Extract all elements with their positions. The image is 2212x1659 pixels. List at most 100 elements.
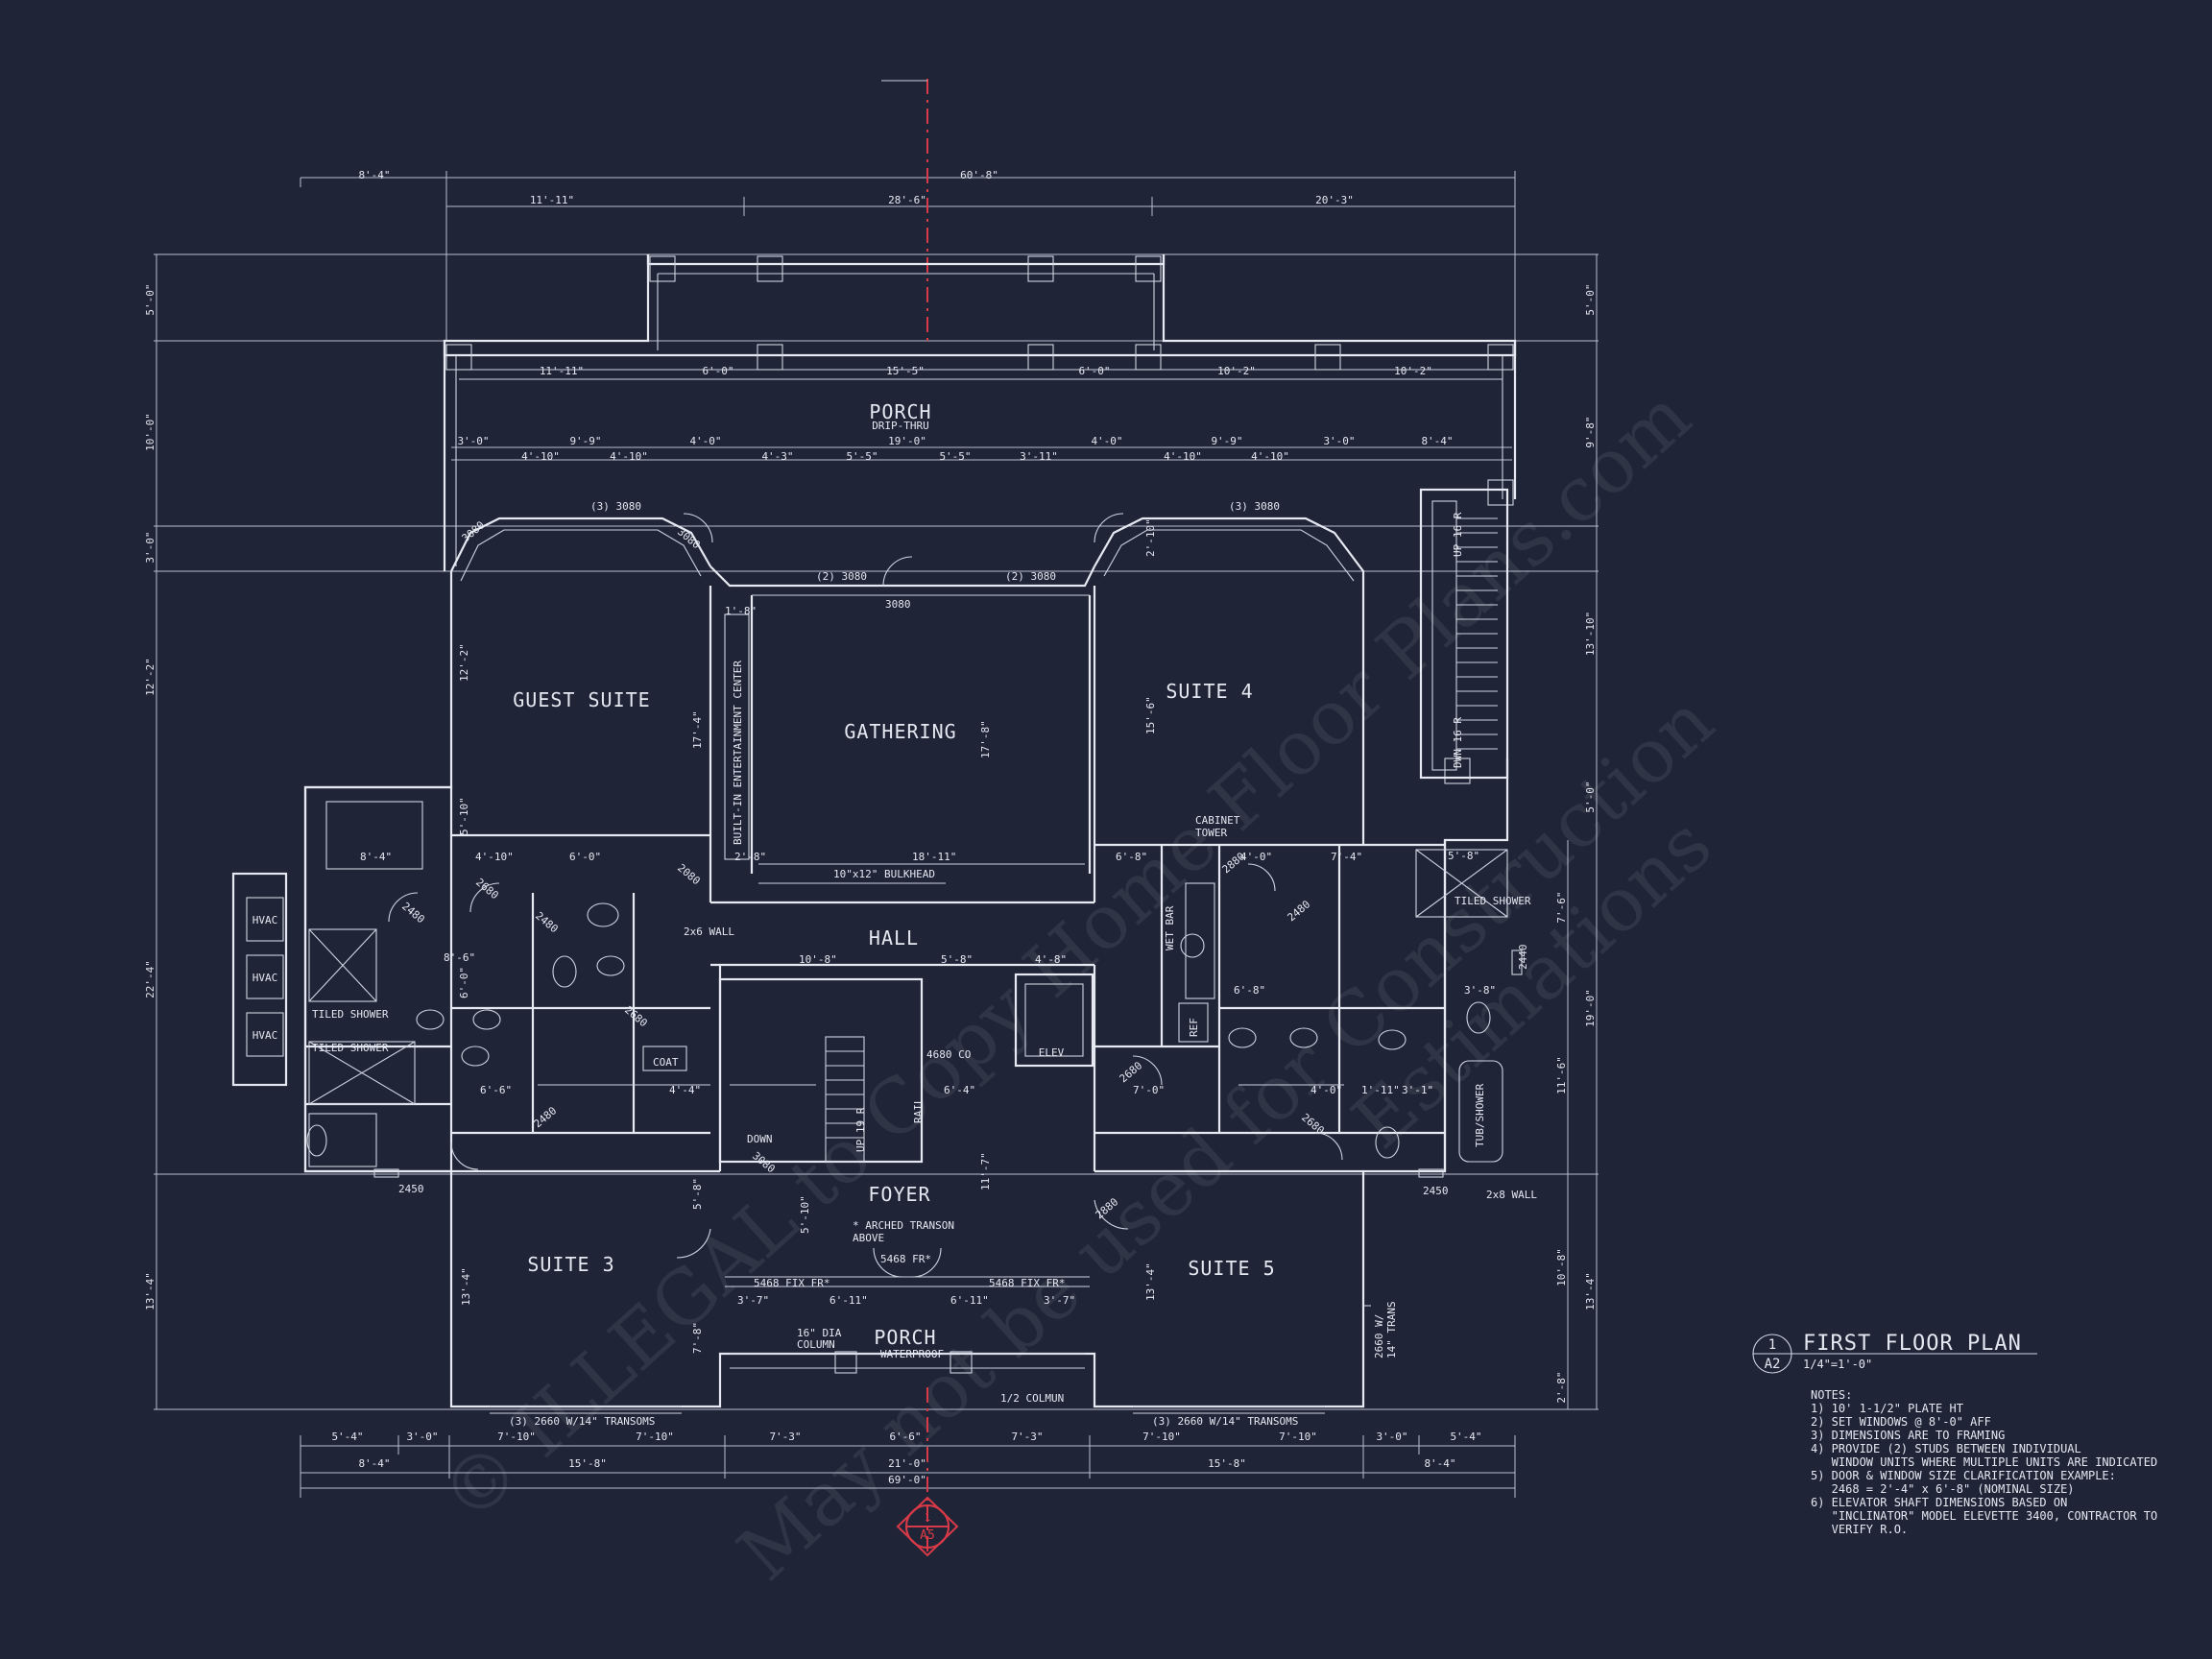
exterior-walls [303, 517, 1509, 1408]
door-tag-9: 2680 [1118, 1059, 1145, 1085]
dim-row-5: 4'-3" [761, 450, 793, 463]
annotation-labels: BUILT-IN ENTERTAINMENT CENTER 10"x12" BU… [398, 500, 1537, 1428]
note-3: 4) PROVIDE (2) STUDS BETWEEN INDIVIDUAL [1811, 1442, 2081, 1455]
dim-right-9: 2'-8" [1555, 1371, 1568, 1403]
rail-label: RAIL [912, 1097, 925, 1123]
room-gathering: GATHERING [844, 720, 956, 743]
door-tag-1: 3080 [675, 525, 703, 551]
cabinet-tower-label-2: TOWER [1195, 827, 1227, 839]
stair-up-label: UP 16 R [1452, 512, 1464, 557]
dim-right-6: 11'-6" [1555, 1056, 1568, 1094]
int-dim-18: 5'-8" [941, 953, 973, 966]
int-dim-6: 5'-10" [458, 797, 470, 835]
column-label-2: COLUMN [797, 1338, 835, 1351]
room-suite-5: SUITE 5 [1188, 1257, 1275, 1280]
dim-bottom-total: 69'-0" [888, 1474, 926, 1486]
center-stair: DOWN UP 19 R RAIL [718, 977, 925, 1164]
title-number: 1 [1768, 1337, 1776, 1353]
dim-seg-1: 11'-11" [530, 194, 574, 206]
ref-label: REF [1188, 1018, 1200, 1037]
int-dim-26: 3'-1" [1402, 1084, 1433, 1096]
notes-block: NOTES: 1) 10' 1-1/2" PLATE HT 2) SET WIN… [1811, 1388, 2157, 1536]
dim-seg-2: 28'-6" [888, 194, 926, 206]
fix-left-label: 5468 FIX FR* [754, 1277, 830, 1289]
door-tag-4: 2080 [675, 861, 703, 887]
dim-bottom1-9: 3'-0" [1376, 1431, 1407, 1443]
dim-bottom1-4: 7'-3" [769, 1431, 801, 1443]
tiled-shower-label-left-1: TILED SHOWER [312, 1008, 389, 1021]
hvac-label-3: HVAC [252, 1029, 278, 1042]
dimension-lines [154, 171, 1599, 1498]
note-4: WINDOW UNITS WHERE MULTIPLE UNITS ARE IN… [1811, 1455, 2157, 1469]
window-2450-right: 2450 [1423, 1185, 1449, 1197]
front-porch-structure [443, 254, 1517, 784]
dim-left-2: 3'-0" [144, 531, 156, 563]
dim-porch-3: 6'-0" [1078, 365, 1110, 377]
door-tag-7: 2480 [532, 1104, 560, 1130]
room-labels: PORCH DRIP-THRU GUEST SUITE GATHERING SU… [513, 400, 1275, 1360]
dim-right-3: 5'-0" [1584, 781, 1597, 812]
int-dim-39: 13'-4" [460, 1267, 472, 1306]
title-text: FIRST FLOOR PLAN [1803, 1332, 2022, 1356]
int-dim-37: 3'-7" [1044, 1294, 1075, 1307]
cabinet-tower-label-1: CABINET [1195, 814, 1240, 827]
door-tag-2: 2680 [473, 876, 501, 902]
bath-fixtures-left: COAT [416, 902, 687, 1071]
bulkhead-label: 10"x12" BULKHEAD [833, 868, 935, 880]
watermark: © ILLEGAL to Copy Home Floor Plans.com M… [424, 373, 1730, 1598]
int-dim-23: 7'-0" [1133, 1084, 1165, 1096]
door-tag-12: 2480 [1286, 898, 1313, 924]
note-1: 2) SET WINDOWS @ 8'-0" AFF [1811, 1415, 1991, 1429]
dim-row-6: 5'-5" [846, 450, 878, 463]
dim-right-5: 19'-0" [1584, 989, 1597, 1027]
note-0: 1) 10' 1-1/2" PLATE HT [1811, 1402, 1963, 1415]
room-porch-bottom: PORCH [874, 1326, 936, 1349]
int-dim-9: 2'-8" [734, 851, 766, 863]
room-guest-suite: GUEST SUITE [513, 688, 650, 711]
dim-bottom2-0: 8'-4" [358, 1457, 390, 1470]
fix-right-label: 5468 FIX FR* [989, 1277, 1065, 1289]
dim-porch-5: 10'-2" [1394, 365, 1432, 377]
int-dim-4: 2'-10" [1144, 518, 1157, 557]
int-dim-33: 7'-8" [691, 1322, 704, 1354]
int-dim-14: 8'-4" [360, 851, 392, 863]
room-foyer: FOYER [868, 1183, 930, 1206]
stair-up-r-label: UP 19 R [854, 1107, 867, 1152]
note-7: 6) ELEVATOR SHAFT DIMENSIONS BASED ON [1811, 1496, 2067, 1509]
int-dim-38: 5'-8" [691, 1178, 704, 1210]
dim-bottom1-5: 6'-6" [889, 1431, 921, 1443]
builtin-label: BUILT-IN ENTERTAINMENT CENTER [732, 661, 744, 845]
dim-row-11: 4'-10" [1164, 450, 1202, 463]
note-2: 3) DIMENSIONS ARE TO FRAMING [1811, 1429, 2005, 1442]
porch-columns [445, 255, 1514, 784]
dim-bottom1-0: 5'-4" [331, 1431, 363, 1443]
int-dim-2: 17'-8" [979, 720, 992, 758]
int-dim-25: 1'-11" [1361, 1084, 1400, 1096]
windows [373, 950, 1523, 1414]
int-dim-24: 4'-0" [1310, 1084, 1342, 1096]
int-dim-21: 4'-4" [669, 1084, 701, 1096]
int-dim-10: 18'-11" [912, 851, 956, 863]
dim-row-7: 19'-0" [888, 435, 926, 447]
stair-down-label: DWN 16 R [1452, 717, 1464, 768]
dim-right-4: 7'-6" [1555, 891, 1568, 923]
window-2660-label-2: 14" TRANS [1385, 1301, 1398, 1358]
left-dimensions: 5'-0" 10'-0" 3'-0" 12'-2" 22'-4" 13'-4" [144, 283, 156, 1310]
int-dim-12: 4'-0" [1240, 851, 1272, 863]
window-2x3080-right: (2) 3080 [1005, 570, 1056, 583]
dim-right-7: 10'-8" [1555, 1248, 1568, 1286]
elevator-label: ELEV [1039, 1046, 1065, 1059]
tiled-shower-label-right: TILED SHOWER [1455, 895, 1531, 907]
int-dim-17: 10'-8" [799, 953, 837, 966]
section-marker-sheet: A5 [920, 1528, 935, 1543]
int-dim-28: 3'-8" [1464, 984, 1496, 997]
note-9: VERIFY R.O. [1811, 1523, 1908, 1536]
window-2x3080-left: (2) 3080 [816, 570, 867, 583]
dim-bottom1-7: 7'-10" [1142, 1431, 1181, 1443]
room-porch-top-sub: DRIP-THRU [872, 420, 929, 432]
dim-right-2: 13'-10" [1584, 612, 1597, 656]
bottom-dimensions: 5'-4" 3'-0" 7'-10" 7'-10" 7'-3" 6'-6" 7'… [331, 1431, 1481, 1486]
int-dim-36: 6'-11" [950, 1294, 989, 1307]
section-marker: 1 A5 [896, 1496, 959, 1557]
window-3080-left: (3) 3080 [590, 500, 641, 513]
